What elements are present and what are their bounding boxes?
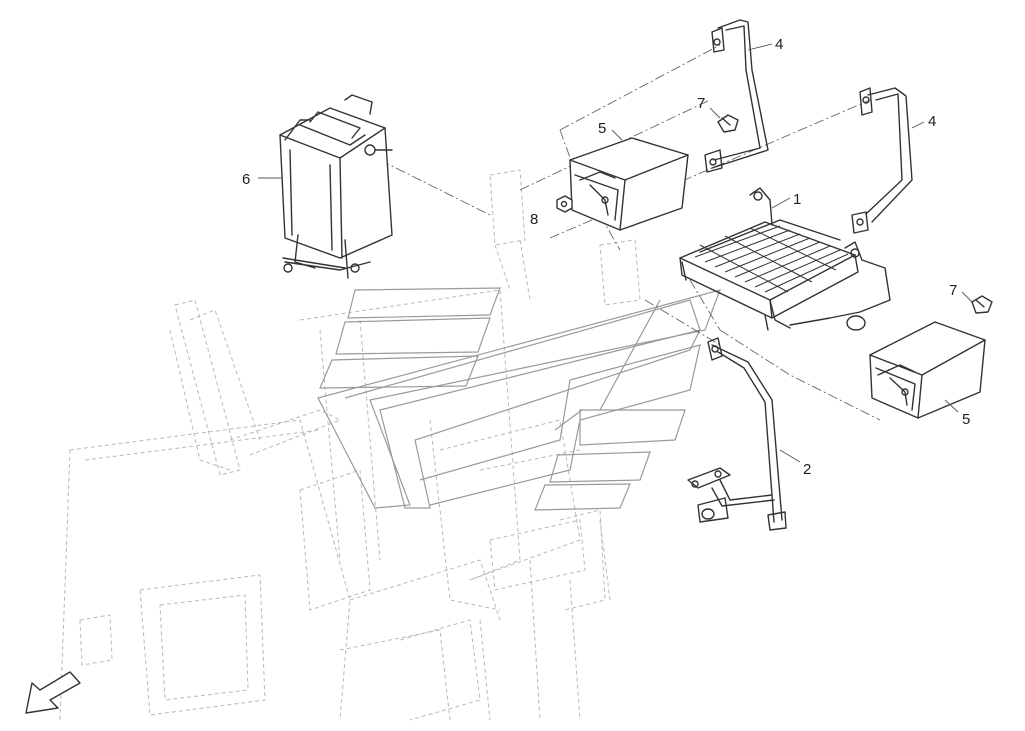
callout-8: 8 [530,211,538,228]
part-8-nut [556,195,573,213]
part-6-battery-box [258,94,393,279]
callout-2: 2 [803,461,811,478]
part-7-upper-clip [709,107,739,133]
callout-7-lower: 7 [949,282,957,299]
callout-6: 6 [242,171,250,188]
part-7-lower-clip [961,291,993,314]
callout-5-upper: 5 [598,120,606,137]
callout-4-right: 4 [928,113,936,130]
callout-5-lower: 5 [962,411,970,428]
callout-4-left: 4 [775,36,783,53]
part-1-step-platform [679,187,891,331]
callout-1: 1 [793,191,801,208]
part-5-lower-cover [869,321,986,419]
callout-7-upper: 7 [697,95,705,112]
step-panels [317,287,721,511]
machine-body-outline [59,169,641,721]
part-2-step-ladder [687,337,801,531]
part-4-right-handrail [851,87,925,234]
part-5-upper-cover [569,129,689,231]
arrow-down-left-icon [25,671,81,714]
part-4-left-handrail [704,19,773,173]
